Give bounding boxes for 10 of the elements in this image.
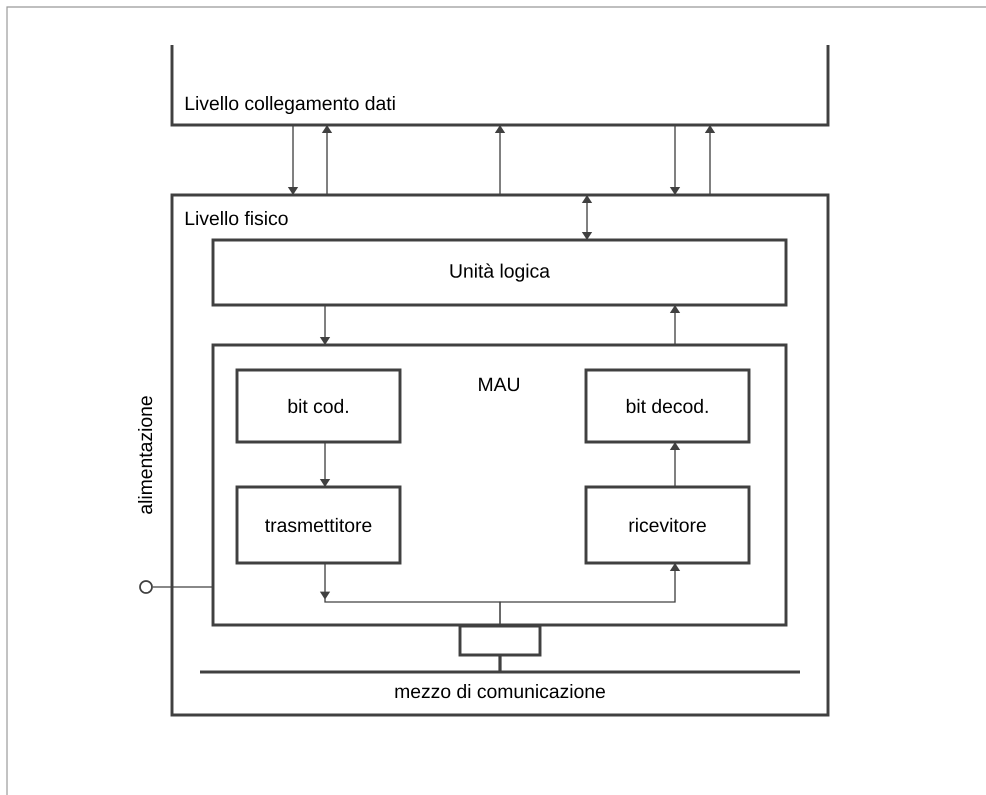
block-box: Unità logica (212, 238, 788, 306)
block-box: ricevitore (584, 486, 750, 564)
layer-box: Livello collegamento dati (170, 45, 830, 126)
block-box: bit decod. (584, 368, 750, 444)
power-terminal: alimentazione (138, 396, 153, 594)
block-box: bit cod. (236, 368, 402, 444)
medium-line: mezzo di comunicazione (200, 670, 800, 698)
node-label: alimentazione (138, 396, 152, 514)
block-box: trasmettitore (236, 486, 402, 564)
connector-box (458, 624, 542, 656)
